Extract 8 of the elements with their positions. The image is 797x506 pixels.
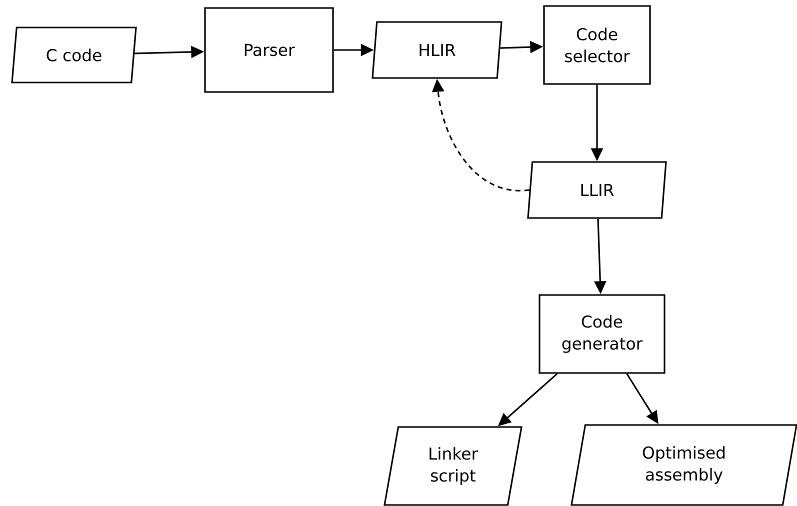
data-parallelogram: HLIR <box>372 21 502 79</box>
process-box: Parser <box>204 7 334 93</box>
data-parallelogram: Optimised assembly <box>570 424 797 506</box>
data-parallelogram: Linker script <box>384 426 522 506</box>
process-box: Code generator <box>538 294 666 374</box>
data-parallelogram: C code <box>11 26 137 84</box>
process-box: Code selector <box>543 5 651 85</box>
data-parallelogram: LLIR <box>527 161 667 219</box>
